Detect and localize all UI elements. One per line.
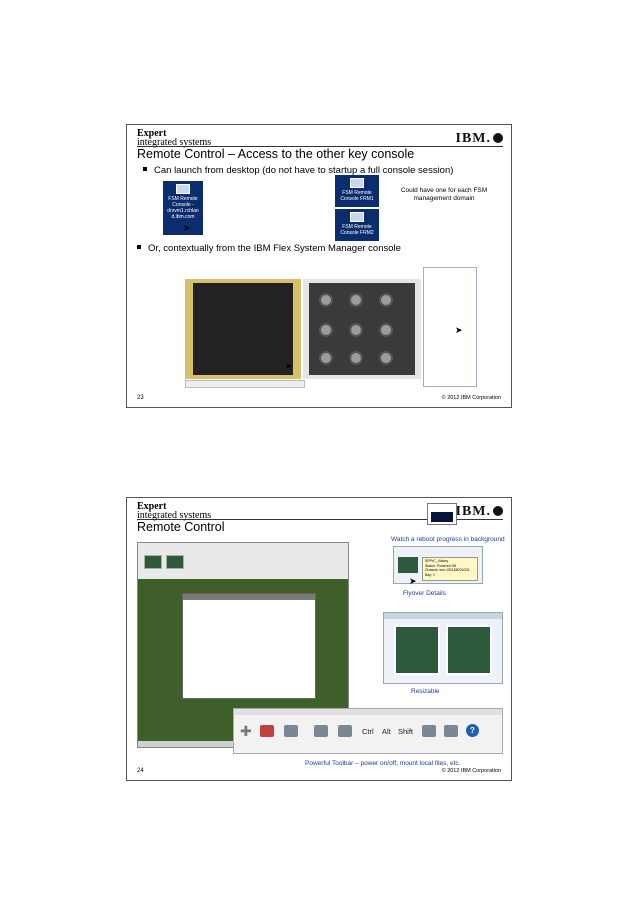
file-manager-window[interactable] bbox=[182, 593, 316, 699]
fsm-actions-sidebar[interactable] bbox=[423, 267, 477, 387]
bullet-square-icon bbox=[137, 245, 141, 249]
ibm-badge-icon bbox=[493, 133, 503, 143]
caption-watch-reboot: Watch a reboot progress in background bbox=[391, 536, 505, 543]
fan-icon bbox=[349, 351, 363, 365]
cursor-arrow-icon: ➤ bbox=[285, 361, 293, 371]
copyright: © 2012 IBM Corporation bbox=[441, 768, 501, 774]
media-icon[interactable] bbox=[314, 725, 328, 737]
slide-23: Expert integrated systems IBM. Remote Co… bbox=[126, 124, 512, 408]
resizable-console-window[interactable] bbox=[383, 612, 503, 684]
camera-icon[interactable] bbox=[284, 725, 298, 737]
monitor-icon bbox=[176, 184, 190, 194]
window-titlebar bbox=[384, 613, 502, 619]
power-icon[interactable] bbox=[260, 725, 274, 737]
slide-title: Remote Control bbox=[137, 520, 225, 534]
fsm-remote-console-frm1-icon[interactable]: FSM Remote Console FRM1 bbox=[335, 175, 379, 207]
caption-flyover: Flyover Details bbox=[403, 590, 446, 597]
ibm-badge-icon bbox=[493, 506, 503, 516]
page-number: 23 bbox=[137, 395, 144, 401]
session-thumbnail[interactable] bbox=[144, 555, 162, 569]
fan-icon bbox=[349, 323, 363, 337]
header-divider bbox=[137, 146, 503, 147]
background-console-thumbnail[interactable] bbox=[427, 503, 457, 525]
console-session-tabs bbox=[138, 543, 348, 579]
cursor-arrow-icon: ➤ bbox=[183, 223, 191, 233]
toolbar-strip bbox=[234, 709, 502, 715]
session-thumbnail[interactable] bbox=[394, 625, 440, 675]
slide-title: Remote Control – Access to the other key… bbox=[137, 147, 415, 161]
window-titlebar bbox=[183, 594, 315, 600]
reboot-screen-thumbnail bbox=[431, 512, 453, 522]
shift-key-button[interactable]: Shift bbox=[398, 727, 414, 736]
console-toolbar: ✚ Ctrl Alt Shift ? bbox=[233, 708, 503, 754]
session-thumbnail[interactable] bbox=[398, 557, 418, 573]
monitor-icon[interactable] bbox=[422, 725, 436, 737]
fan-icon bbox=[319, 293, 333, 307]
fan-icon bbox=[319, 351, 333, 365]
help-icon[interactable]: ? bbox=[466, 724, 479, 737]
chassis-view-toolbar[interactable] bbox=[185, 380, 305, 388]
page-number: 24 bbox=[137, 768, 144, 774]
fsm-remote-console-frm2-icon[interactable]: FSM Remote Console FRM2 bbox=[335, 209, 379, 241]
monitor-icon bbox=[350, 178, 364, 188]
cursor-arrow-icon: ➤ bbox=[409, 576, 417, 586]
slide-24: Expert integrated systems IBM. Remote Co… bbox=[126, 497, 512, 781]
monitor-icon bbox=[350, 212, 364, 222]
keyboard-icon[interactable] bbox=[444, 725, 458, 737]
fan-icon bbox=[349, 293, 363, 307]
header-divider bbox=[137, 519, 503, 520]
fan-icon bbox=[319, 323, 333, 337]
ibm-logo: IBM. bbox=[456, 131, 503, 147]
fan-module-rack bbox=[309, 283, 415, 375]
bullet-desktop-launch: Can launch from desktop (do not have to … bbox=[143, 165, 453, 176]
mount-files-icon[interactable] bbox=[338, 725, 352, 737]
session-thumbnail[interactable] bbox=[446, 625, 492, 675]
bullet-fsm-context: Or, contextually from the IBM Flex Syste… bbox=[137, 243, 401, 254]
fan-icon bbox=[379, 323, 393, 337]
alt-key-button[interactable]: Alt bbox=[382, 727, 391, 736]
caption-resizable: Resizable bbox=[411, 688, 440, 695]
cursor-arrow-icon: ➤ bbox=[455, 325, 463, 335]
session-thumbnail[interactable] bbox=[166, 555, 184, 569]
flyover-tooltip: SPPrC_Victory Status: Powered Off Chassi… bbox=[422, 557, 478, 581]
fsm-remote-console-desktop-icon[interactable]: FSM Remote Console - drsvm1.rchlan d.ibm… bbox=[163, 181, 203, 235]
fan-icon bbox=[379, 293, 393, 307]
fan-icon bbox=[379, 351, 393, 365]
chassis-front-view[interactable] bbox=[185, 279, 301, 379]
ctrl-key-button[interactable]: Ctrl bbox=[362, 727, 374, 736]
bullet-square-icon bbox=[143, 167, 147, 171]
flyover-panel: SPPrC_Victory Status: Powered Off Chassi… bbox=[393, 546, 483, 584]
copyright: © 2012 IBM Corporation bbox=[441, 395, 501, 401]
expert-integrated-systems-logo: Expert integrated systems bbox=[137, 128, 212, 148]
ibm-logo: IBM. bbox=[456, 504, 503, 520]
node-bay-rack bbox=[193, 283, 293, 375]
caption-toolbar: Powerful Toolbar – power on/off, mount l… bbox=[305, 760, 461, 767]
expert-integrated-systems-logo: Expert integrated systems bbox=[137, 501, 212, 521]
chassis-rear-view[interactable] bbox=[303, 279, 421, 379]
plus-icon[interactable]: ✚ bbox=[240, 723, 252, 739]
